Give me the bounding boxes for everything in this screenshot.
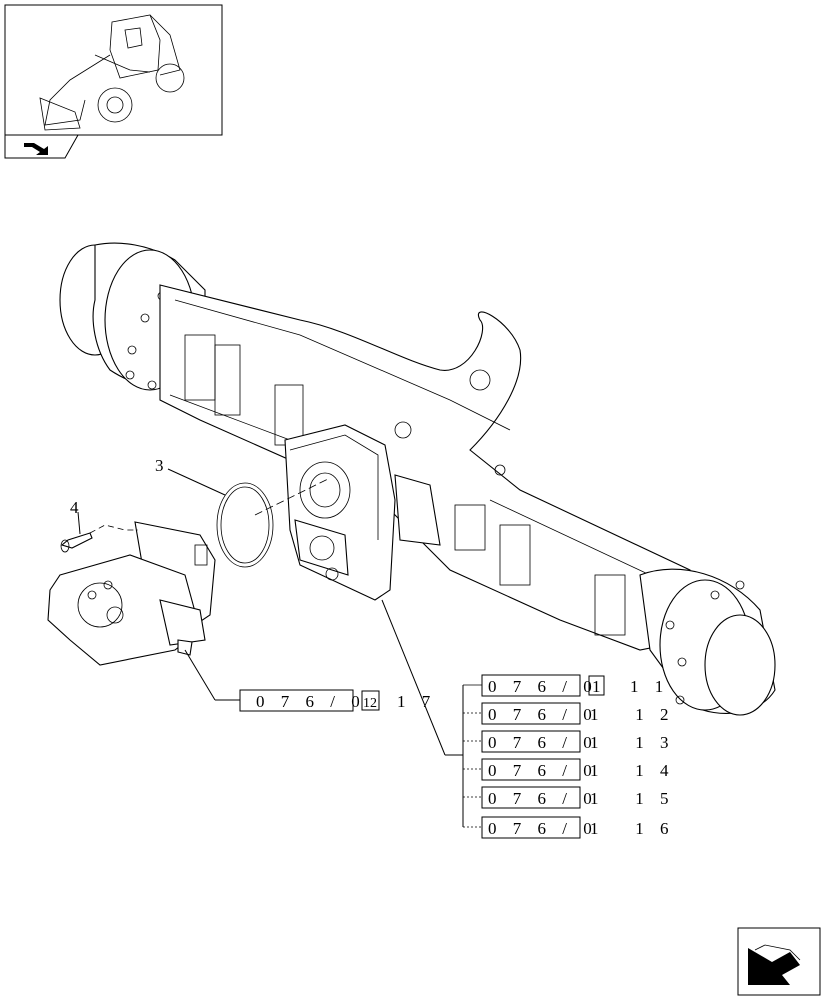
axle-ref-4[interactable]: 0 7 6 / 0 1 1 4 <box>481 758 675 781</box>
axle-ref-1[interactable]: 0 7 6 / 0 1 1 1 <box>481 674 669 697</box>
axle-ref-boxed: 1 <box>592 677 601 696</box>
motor-ref-prefix: 0 7 6 / 0 <box>256 692 366 711</box>
axle-ref-prefix: 0 7 6 / 0 <box>488 819 598 838</box>
axle-housing <box>59 242 776 716</box>
callout-4[interactable]: 4 <box>70 498 79 517</box>
motor-ref-suffix: 1 7 <box>397 692 436 711</box>
axle-ref-3[interactable]: 0 7 6 / 0 1 1 3 <box>481 730 675 753</box>
motor-ref-boxed: 12 <box>363 696 377 711</box>
axle-ref-5[interactable]: 0 7 6 / 0 1 1 5 <box>481 786 675 809</box>
axle-ref-prefix: 0 7 6 / 0 <box>488 705 598 724</box>
axle-ref-suffix: 1 1 3 <box>590 733 675 752</box>
next-page-arrow-icon[interactable] <box>737 927 821 996</box>
axle-ref-prefix: 0 7 6 / 0 <box>488 677 598 696</box>
callout-3[interactable]: 3 <box>155 456 164 475</box>
axle-ref-6[interactable]: 0 7 6 / 0 1 1 6 <box>481 816 675 839</box>
axle-ref-suffix: 1 1 4 <box>590 761 675 780</box>
axle-ref-prefix: 0 7 6 / 0 <box>488 761 598 780</box>
axle-ref-suffix: 1 1 5 <box>590 789 675 808</box>
axle-ref-prefix: 0 7 6 / 0 <box>488 733 598 752</box>
axle-ref-suffix: 1 1 2 <box>590 705 675 724</box>
o-ring <box>216 482 274 568</box>
axle-ref-suffix: 1 1 <box>630 677 669 696</box>
axle-ref-suffix: 1 1 6 <box>590 819 675 838</box>
axle-ref-prefix: 0 7 6 / 0 <box>488 789 598 808</box>
screw <box>60 532 93 553</box>
hydraulic-motor <box>47 521 216 666</box>
loader-thumbnail-icon <box>4 4 223 136</box>
back-arrow-icon[interactable] <box>4 134 79 159</box>
axle-ref-2[interactable]: 0 7 6 / 0 1 1 2 <box>481 702 675 725</box>
motor-reference[interactable]: 0 7 6 / 0 12 1 7 <box>239 689 436 712</box>
